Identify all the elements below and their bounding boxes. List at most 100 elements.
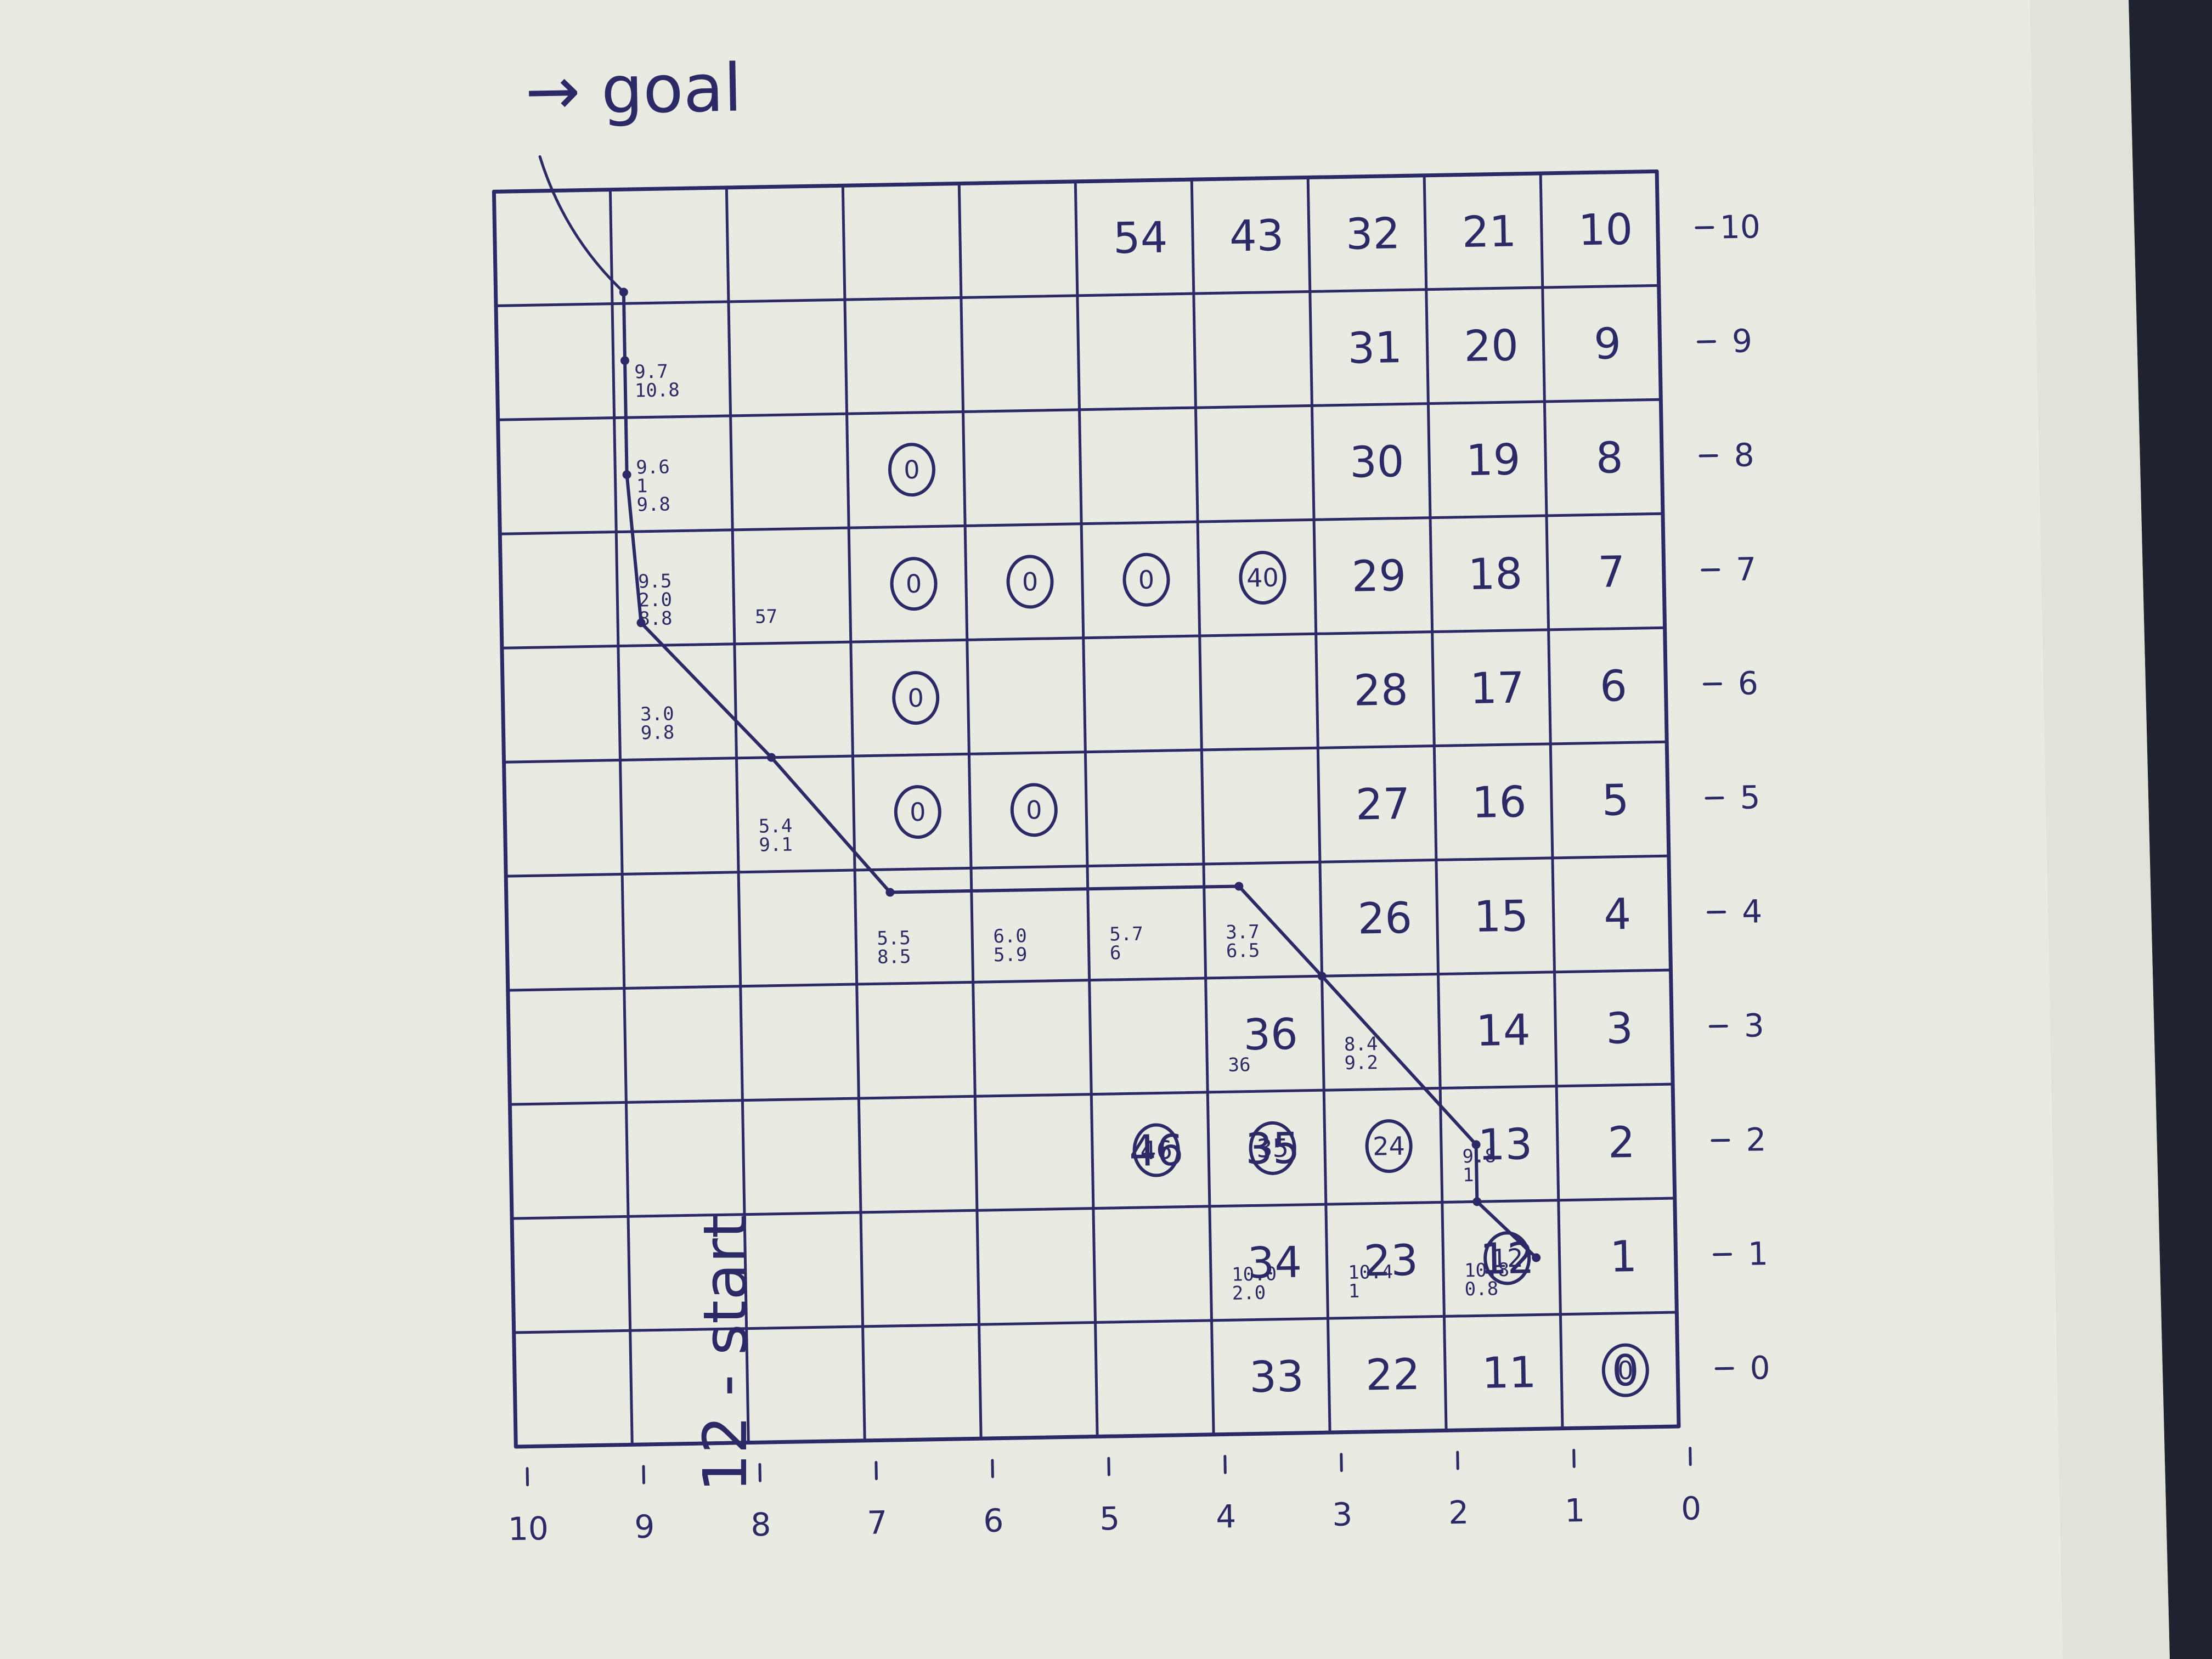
path-node: [767, 753, 776, 762]
cost-annotation: 5.5: [877, 927, 911, 950]
cell-number: 27: [1355, 780, 1410, 830]
cost-annotation: 9.8: [1462, 1145, 1496, 1167]
cell-number: 14: [1476, 1006, 1531, 1056]
cost-annotation: 8.5: [877, 946, 911, 968]
y-tick-mark: [1689, 1447, 1692, 1466]
cell-annotations: 0.810.8110.42.010.019.89.28.4366.53.765.…: [634, 360, 1510, 1304]
grid-horizontal-line: [1539, 172, 1564, 1430]
cost-annotation: 6: [1110, 942, 1121, 964]
start-caption: 12 - start: [690, 1215, 760, 1492]
grid-horizontal-line: [608, 188, 634, 1446]
x-tick-label: 8: [1734, 436, 1754, 474]
obstacle-label: 0: [1026, 795, 1042, 825]
x-tick-label: 6: [1737, 664, 1758, 702]
obstacle-label: 35: [1256, 1133, 1289, 1163]
x-tick-mark: [1713, 1252, 1733, 1256]
grid-horizontal-line: [1074, 180, 1099, 1438]
cell-number: 10: [1578, 205, 1633, 256]
obstacle-label: 40: [1246, 562, 1279, 592]
x-tick-label: 9: [1731, 322, 1752, 360]
y-tick-label: 6: [983, 1502, 1004, 1540]
obstacle-label: 46: [1140, 1135, 1172, 1165]
cell-number: 9: [1594, 319, 1622, 369]
cell-number: 23: [1363, 1236, 1419, 1286]
y-tick-label: 0: [1681, 1489, 1702, 1527]
cell-number: 7: [1598, 548, 1626, 597]
cost-annotation: 3.0: [640, 703, 674, 725]
y-tick-label: 1: [1565, 1492, 1585, 1530]
y-tick-mark: [1340, 1453, 1343, 1472]
y-tick-mark: [526, 1467, 529, 1487]
cell-number: 31: [1347, 323, 1403, 374]
cell-number: 16: [1471, 777, 1527, 828]
cell-number: 21: [1462, 207, 1517, 257]
x-tick-label: 5: [1740, 778, 1760, 816]
cell-number: 3: [1605, 1004, 1633, 1054]
cost-annotation: 0.8: [1464, 1278, 1498, 1300]
cost-annotation: 6.5: [1226, 940, 1260, 962]
cost-annotation: 9.6: [636, 456, 670, 478]
cost-annotation: 9.8: [636, 493, 670, 516]
obstacle-circle: [1239, 551, 1286, 605]
paper-shadow: [2030, 0, 2170, 1659]
cost-annotation: 9.2: [1344, 1052, 1378, 1074]
y-tick-label: 4: [1216, 1498, 1237, 1536]
cell-number: 43: [1229, 211, 1284, 262]
obstacle-label: 0: [1022, 567, 1038, 597]
cost-annotation: 9.7: [634, 360, 668, 383]
obstacle-circle: [1601, 1343, 1649, 1397]
y-tick-mark: [991, 1459, 994, 1479]
obstacle-label: 0: [1138, 565, 1154, 595]
grid-lines: [492, 169, 1681, 1449]
obstacle-label: 0: [904, 455, 920, 485]
cost-annotation: 8.4: [1344, 1033, 1378, 1056]
grid-horizontal-line: [957, 182, 983, 1440]
x-tick-label: 3: [1743, 1007, 1764, 1045]
cost-annotation: 5.4: [758, 815, 792, 838]
y-tick-label: 7: [867, 1504, 888, 1542]
path-node: [1234, 882, 1244, 891]
goal-label: → goal: [524, 50, 743, 130]
y-tick-mark: [874, 1461, 878, 1481]
cost-annotation: 9.8: [640, 721, 674, 744]
y-tick-label: 2: [1448, 1494, 1469, 1532]
obstacle-circle: [894, 785, 941, 839]
x-tick-label: 0: [1750, 1349, 1770, 1387]
cell-number: 33: [1249, 1352, 1305, 1402]
hand-drawn-grid: 0123456789101112131415161718192021222326…: [492, 50, 1770, 1548]
path-node: [1532, 1253, 1541, 1262]
obstacle-circle: [1122, 552, 1170, 607]
cost-annotation: 2.0: [638, 589, 672, 611]
path-node: [620, 356, 630, 365]
x-tick-mark: [1714, 1367, 1734, 1370]
x-tick-mark: [1711, 1138, 1730, 1142]
cell-number: 29: [1351, 551, 1407, 602]
y-tick-label: 5: [1099, 1500, 1120, 1538]
cell-number: 20: [1464, 321, 1519, 371]
cell-number: 15: [1474, 891, 1529, 942]
cell-number: 0: [1611, 1346, 1639, 1396]
path-node: [1317, 972, 1327, 981]
cost-annotation: 9.5: [638, 570, 672, 592]
obstacle-label: 0: [907, 683, 924, 713]
obstacle-circle: [1483, 1231, 1531, 1285]
cell-number: 11: [1481, 1348, 1537, 1398]
grid-horizontal-line: [1423, 174, 1448, 1432]
obstacle-circle: [892, 671, 940, 725]
cost-annotation: 10.0: [1232, 1263, 1277, 1285]
cost-annotation: 10.8: [1464, 1259, 1510, 1282]
cell-number: 32: [1345, 209, 1401, 259]
cell-number: 36: [1243, 1010, 1299, 1060]
cost-annotation: 1: [1463, 1164, 1474, 1186]
grid-horizontal-line: [1306, 176, 1331, 1434]
obstacle-label: 0: [905, 569, 922, 599]
cell-number: 6: [1599, 662, 1627, 712]
cell-number: 26: [1357, 894, 1413, 944]
cell-number: 1: [1610, 1232, 1638, 1282]
cell-number: 28: [1353, 665, 1409, 716]
cost-annotation: 57: [755, 606, 778, 628]
grid-horizontal-line: [841, 184, 866, 1442]
cost-annotation: 10.8: [635, 379, 680, 402]
